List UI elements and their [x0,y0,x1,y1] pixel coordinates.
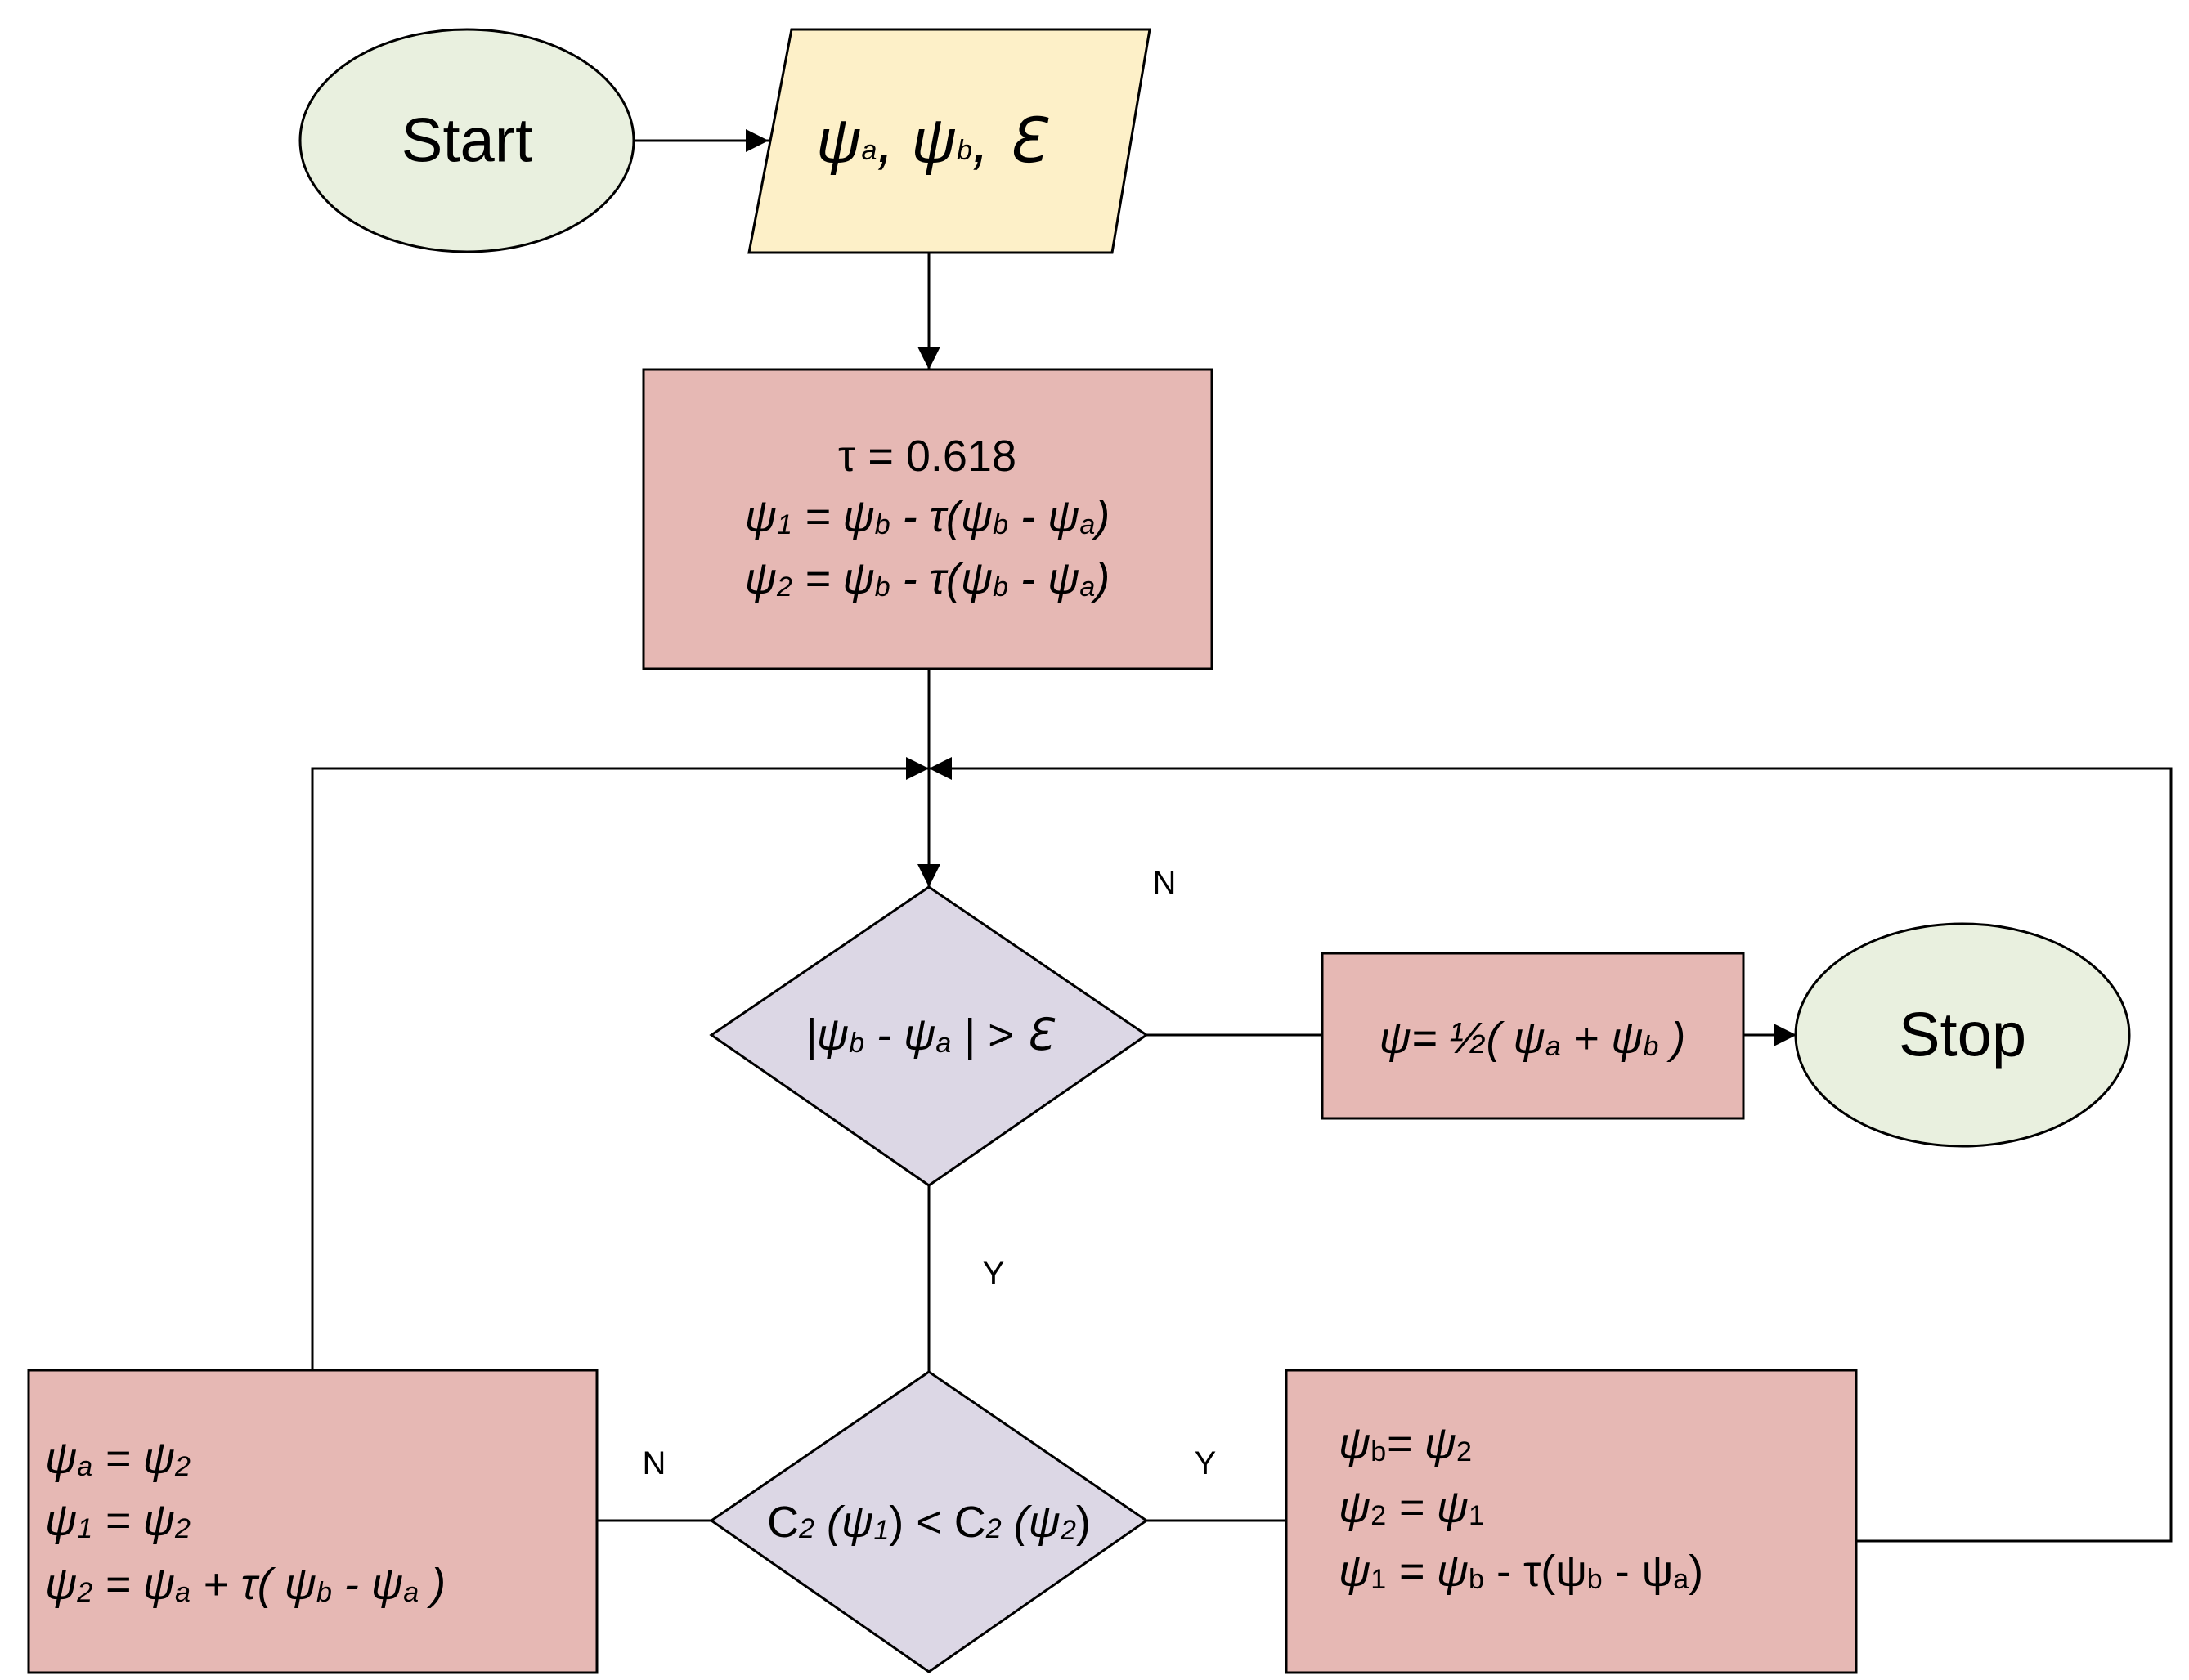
connectors [311,129,2173,1543]
left-line2: ψ1 = ψ2 [45,1496,191,1545]
label-y-decision2: Y [1195,1445,1217,1481]
decision2-label: C2 (ψ1) < C2 (ψ2) [767,1498,1091,1547]
result-process-box: ψ= ½( ψa + ψb ) [1321,952,1745,1120]
branch-labels: N Y N Y [643,865,1217,1481]
right-line1: ψb= ψ2 [1339,1419,1472,1468]
label-n-decision2: N [643,1445,666,1481]
init-tau-line: τ = 0.618 [838,432,1016,481]
start-label: Start [401,106,533,176]
loop-right-box-to-merge [929,757,2173,1543]
result-rect [1321,952,1745,1120]
loop-left-box-to-merge [311,757,929,1370]
init-process-box: τ = 0.618 ψ1 = ψb - τ(ψb - ψa) ψ2 = ψb -… [642,368,1213,670]
right-line3: ψ1 = ψb - τ(ψb - ψa) [1339,1547,1703,1596]
left-update-box: ψa = ψ2 ψ1 = ψ2 ψ2 = ψa + τ( ψb - ψa ) [27,1369,599,1674]
right-rect [1285,1369,1858,1674]
start-ellipse [298,28,635,253]
result-label: ψ= ½( ψa + ψb ) [1379,1014,1686,1063]
init-psi2-line: ψ2 = ψb - τ(ψb - ψa) [745,554,1110,603]
stop-ellipse [1794,922,2131,1148]
start-terminal: Start [298,28,635,253]
right-update-box: ψb= ψ2 ψ2 = ψ1 ψ1 = ψb - τ(ψb - ψa) [1285,1369,1858,1674]
label-y-decision1: Y [983,1256,1005,1292]
right-line2: ψ2 = ψ1 [1339,1483,1484,1532]
input-shape [747,28,1151,254]
decision2-diamond [709,1370,1149,1673]
decision1-diamond [709,885,1149,1187]
decision-convergence: |ψb - ψa | > ℇ [709,885,1149,1187]
left-line3: ψ2 = ψa + τ( ψb - ψa ) [45,1560,446,1609]
stop-label: Stop [1899,1001,2026,1070]
decision-cost-compare: C2 (ψ1) < C2 (ψ2) [709,1370,1149,1673]
stop-terminal: Stop [1794,922,2131,1148]
decision1-label: |ψb - ψa | > ℇ [805,1010,1056,1060]
init-rect [642,368,1213,670]
init-psi1-line: ψ1 = ψb - τ(ψb - ψa) [745,492,1110,541]
input-parallelogram: ψa, ψb, ℇ [747,28,1151,254]
input-label: ψa, ψb, ℇ [816,106,1049,176]
label-n-decision1: N [1153,865,1177,901]
left-line1: ψa = ψ2 [45,1434,191,1483]
left-rect [27,1369,599,1674]
